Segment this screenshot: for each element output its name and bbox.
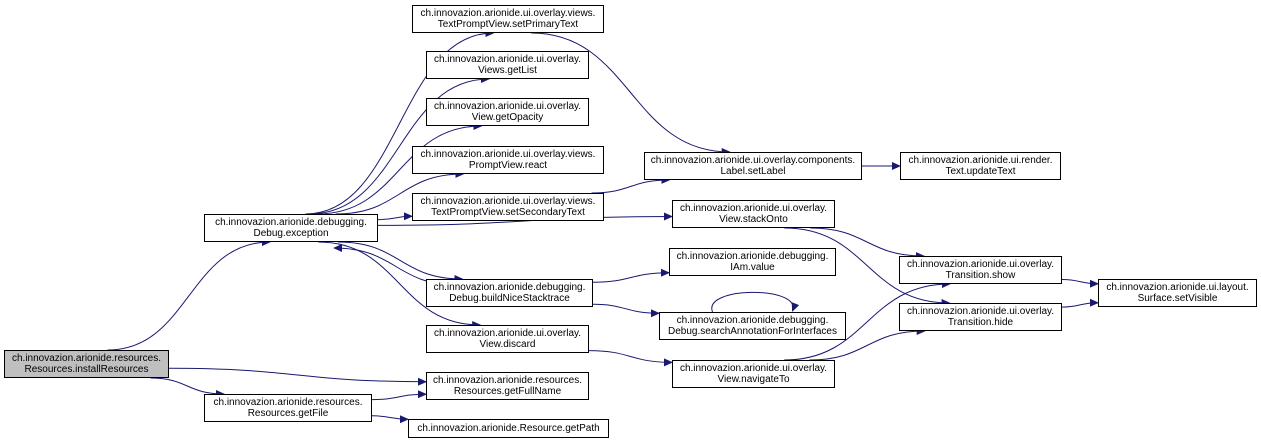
node-label-line: Transition.show xyxy=(945,270,1016,281)
node-label-line: ch.innovazion.arionide.ui.overlay. xyxy=(433,328,582,339)
node-getFullName[interactable]: ch.innovazion.arionide.resources.Resourc… xyxy=(426,372,589,400)
call-edge-installResources-to-getFile xyxy=(150,377,225,398)
call-edge-show-to-setVisible xyxy=(1061,279,1099,288)
node-label-line: Surface.setVisible xyxy=(1137,293,1218,304)
node-updateText[interactable]: ch.innovazion.arionide.ui.render.Text.up… xyxy=(900,152,1061,180)
call-edge-discard-to-navigateTo xyxy=(588,350,673,367)
call-edge-buildNiceStacktrace-to-searchAnnotation xyxy=(592,303,660,318)
node-getFile[interactable]: ch.innovazion.arionide.resources.Resourc… xyxy=(204,394,372,422)
node-label-line: PromptView.react xyxy=(468,160,548,171)
node-hide[interactable]: ch.innovazion.arionide.ui.overlay.Transi… xyxy=(899,303,1062,331)
node-label-line: Transition.hide xyxy=(947,317,1014,328)
call-edge-navigateTo-to-show xyxy=(784,280,951,361)
node-setPrimaryText[interactable]: ch.innovazion.arionide.ui.overlay.views.… xyxy=(412,5,604,33)
node-label-line: ch.innovazion.arionide.resources. xyxy=(12,353,161,364)
call-edge-buildNiceStacktrace-to-iamValue xyxy=(592,268,670,283)
node-label-line: ch.innovazion.arionide.ui.overlay.views. xyxy=(420,196,596,207)
node-label-line: ch.innovazion.arionide.ui.overlay.views. xyxy=(420,149,596,160)
node-label-line: ch.innovazion.arionide.ui.overlay. xyxy=(906,306,1055,317)
node-label-line: ch.innovazion.arionide.debugging. xyxy=(676,251,829,262)
call-edge-stackOnto-to-hide xyxy=(784,227,951,307)
node-label-line: ch.innovazion.arionide.ui.overlay.compon… xyxy=(650,155,856,166)
call-edge-hide-to-setVisible xyxy=(1061,298,1099,308)
node-label-line: Views.getList xyxy=(478,65,537,76)
call-edge-installResources-to-getFullName xyxy=(168,367,427,386)
node-navigateTo[interactable]: ch.innovazion.arionide.ui.overlay.View.n… xyxy=(672,360,835,388)
node-iamValue[interactable]: ch.innovazion.arionide.debugging.IAm.val… xyxy=(669,248,836,276)
node-show[interactable]: ch.innovazion.arionide.ui.overlay.Transi… xyxy=(899,256,1062,284)
node-label-line: TextPromptView.setSecondaryText xyxy=(431,207,585,218)
node-exception[interactable]: ch.innovazion.arionide.debugging.Debug.e… xyxy=(204,214,378,242)
call-edge-exception-to-react xyxy=(335,170,465,215)
node-label-line: Resources.getFile xyxy=(247,408,329,419)
call-edge-exception-to-discard xyxy=(318,241,482,329)
call-edge-exception-to-getList xyxy=(309,75,490,215)
node-label-line: Debug.searchAnnotationForInterfaces xyxy=(668,326,837,337)
node-label-line: ch.innovazion.arionide.ui.overlay. xyxy=(679,203,828,214)
node-label-line: ch.innovazion.arionide.ui.overlay. xyxy=(433,54,582,65)
node-label-line: ch.innovazion.arionide.ui.render. xyxy=(908,155,1053,166)
call-edge-stackOnto-to-show xyxy=(810,227,925,260)
node-label-line: TextPromptView.setPrimaryText xyxy=(437,19,579,30)
node-label-line: ch.innovazion.arionide.debugging. xyxy=(433,282,586,293)
node-label-line: View.getOpacity xyxy=(471,112,544,123)
node-label-line: ch.innovazion.arionide.ui.overlay. xyxy=(906,259,1055,270)
node-label-line: IAm.value xyxy=(730,262,775,273)
node-label-line: Resources.getFullName xyxy=(453,386,562,397)
node-label-line: View.navigateTo xyxy=(717,374,790,385)
node-label-line: ch.innovazion.arionide.debugging. xyxy=(676,315,829,326)
call-edge-navigateTo-to-hide xyxy=(809,327,926,361)
call-edge-installResources-to-exception xyxy=(107,238,271,351)
node-label-line: ch.innovazion.arionide.Resource.getPath xyxy=(417,423,600,434)
node-searchAnnotation[interactable]: ch.innovazion.arionide.debugging.Debug.s… xyxy=(659,312,846,340)
call-edge-getFile-to-getFullName xyxy=(371,390,427,401)
node-label-line: View.discard xyxy=(479,339,536,350)
node-getPath[interactable]: ch.innovazion.arionide.Resource.getPath xyxy=(408,419,609,438)
call-edge-setSecondaryText-to-setLabel xyxy=(591,176,671,194)
call-edge-exception-to-buildNiceStacktrace xyxy=(338,241,464,283)
node-label-line: ch.innovazion.arionide.debugging. xyxy=(215,217,367,228)
node-label-line: Label.setLabel xyxy=(720,166,786,177)
node-label-line: ch.innovazion.arionide.ui.overlay. xyxy=(679,363,828,374)
node-label-line: Text.updateText xyxy=(945,166,1016,177)
node-setSecondaryText[interactable]: ch.innovazion.arionide.ui.overlay.views.… xyxy=(412,193,604,221)
node-buildNiceStacktrace[interactable]: ch.innovazion.arionide.debugging.Debug.b… xyxy=(426,279,593,307)
node-label-line: ch.innovazion.arionide.resources. xyxy=(433,375,582,386)
node-getList[interactable]: ch.innovazion.arionide.ui.overlay.Views.… xyxy=(426,51,589,79)
node-label-line: ch.innovazion.arionide.resources. xyxy=(213,397,363,408)
call-edge-exception-to-setSecondaryText xyxy=(377,212,413,221)
node-label-line: View.stackOnto xyxy=(719,214,788,225)
node-setLabel[interactable]: ch.innovazion.arionide.ui.overlay.compon… xyxy=(644,152,862,180)
node-label-line: Resources.installResources xyxy=(24,364,149,375)
call-edge-getFile-to-getPath xyxy=(371,415,409,424)
node-react[interactable]: ch.innovazion.arionide.ui.overlay.views.… xyxy=(412,146,604,174)
node-discard[interactable]: ch.innovazion.arionide.ui.overlay.View.d… xyxy=(426,325,589,353)
node-label-line: ch.innovazion.arionide.ui.overlay.views. xyxy=(420,8,596,19)
call-edge-searchAnnotation-to-searchAnnotation xyxy=(711,291,800,313)
node-label-line: ch.innovazion.arionide.ui.layout. xyxy=(1106,282,1249,293)
node-installResources: ch.innovazion.arionide.resources.Resourc… xyxy=(4,350,169,378)
node-label-line: ch.innovazion.arionide.ui.overlay. xyxy=(433,101,582,112)
node-label-line: Debug.exception xyxy=(253,228,329,239)
node-label-line: Debug.buildNiceStacktrace xyxy=(449,293,570,304)
call-edge-exception-to-getOpacity xyxy=(317,122,483,215)
call-edge-exception-to-setPrimaryText xyxy=(305,29,495,215)
node-stackOnto[interactable]: ch.innovazion.arionide.ui.overlay.View.s… xyxy=(672,200,835,228)
node-getOpacity[interactable]: ch.innovazion.arionide.ui.overlay.View.g… xyxy=(426,98,589,126)
call-edge-setPrimaryText-to-setLabel xyxy=(531,32,731,156)
node-setVisible[interactable]: ch.innovazion.arionide.ui.layout.Surface… xyxy=(1098,279,1257,307)
